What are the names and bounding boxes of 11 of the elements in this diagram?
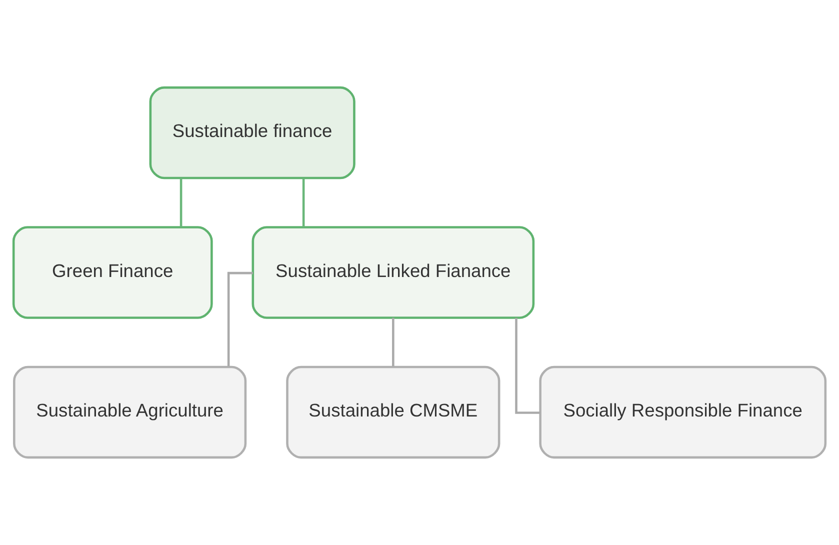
node-box: Sustainable CMSME [286,366,500,459]
connector [515,318,540,414]
connector [180,178,182,227]
node-box: Sustainable finance [149,86,356,180]
connector [227,272,253,367]
node-box: Sustainable Agriculture [13,366,247,459]
node-box: Socially Responsible Finance [539,366,827,459]
connector [392,318,394,367]
node-box: Green Finance [12,226,213,319]
connector [302,178,305,227]
node-box: Sustainable Linked Fianance [252,226,535,319]
